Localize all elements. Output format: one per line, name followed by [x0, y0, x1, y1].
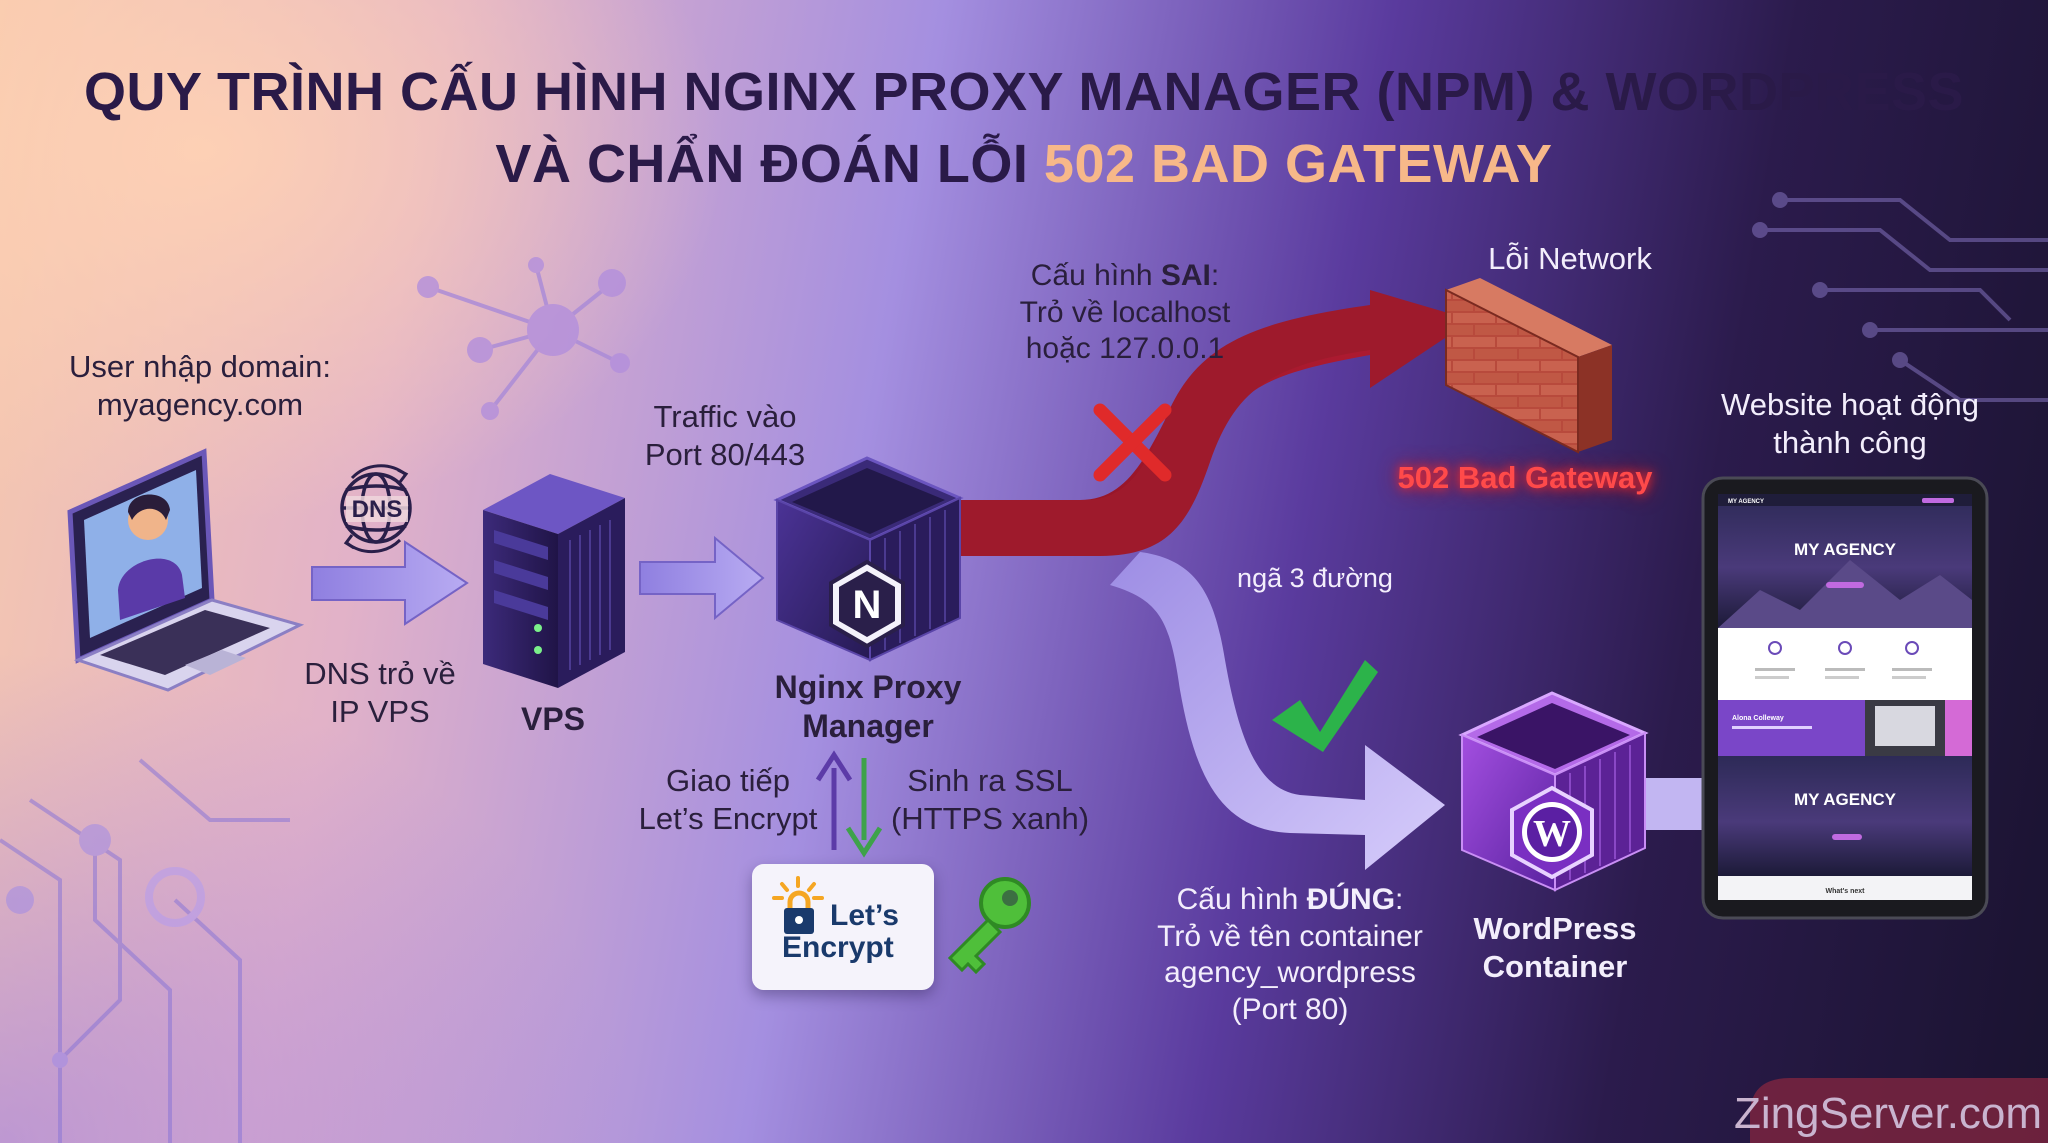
watermark-badge [1750, 1078, 2048, 1143]
npm-label-line1: Nginx Proxy [774, 669, 962, 705]
dns-label: DNS trỏ về IP VPS [280, 655, 480, 731]
watermark: ZingServer.com [1733, 1089, 2043, 1138]
svg-text:W: W [1533, 813, 1571, 855]
dns-icon-text: DNS [352, 496, 403, 523]
lets-encrypt-logo: Let’s Encrypt [752, 864, 934, 990]
dns-label-line2: IP VPS [330, 693, 430, 729]
ssl-left-line1: Giao tiếp [665, 763, 791, 798]
tablet-icon [1701, 476, 1989, 920]
user-label-line1: User nhập domain: [69, 349, 331, 384]
right-path-arrow [1110, 552, 1445, 870]
website-label-line1: Website hoạt động [1721, 387, 1979, 422]
right-config-bold: ĐÚNG [1306, 883, 1396, 916]
wrong-config-label: Cấu hình SAI: Trỏ về localhost hoặc 127.… [980, 258, 1270, 368]
wrong-config-line1: Cấu hình SAI: [980, 258, 1270, 295]
website-label-line2: thành công [1773, 424, 1927, 460]
wp-container-label: WordPress Container [1440, 910, 1670, 986]
right-config-line2: Trỏ về tên container [1157, 919, 1423, 953]
laptop-user-icon [67, 448, 305, 692]
ssl-right-label: Sinh ra SSL (HTTPS xanh) [880, 762, 1100, 838]
key-icon [947, 877, 1031, 975]
circuit-lines-icon [1752, 192, 2048, 402]
website-label: Website hoạt động thành công [1690, 386, 2010, 462]
title-line-2-prefix: VÀ CHẨN ĐOÁN LỖI [495, 134, 1044, 194]
traffic-label-line1: Traffic vào [653, 399, 797, 434]
right-config-label: Cấu hình ĐÚNG: Trỏ về tên container agen… [1120, 882, 1460, 1028]
wrong-config-prefix: Cấu hình [1030, 259, 1161, 292]
circuit-lines-icon [0, 758, 290, 1143]
right-config-prefix: Cấu hình [1176, 883, 1307, 916]
fork-label: ngã 3 đường [1237, 563, 1393, 593]
wp-label-line2: Container [1482, 948, 1628, 984]
nginx-box-icon [773, 456, 964, 662]
user-label: User nhập domain: myagency.com [40, 348, 360, 424]
vps-label: VPS [520, 701, 586, 737]
title-line-2: VÀ CHẨN ĐOÁN LỖI 502 BAD GATEWAY [0, 128, 2048, 200]
server-icon [483, 474, 625, 688]
user-label-line2: myagency.com [96, 386, 304, 422]
wrong-path-main [958, 290, 1472, 556]
lets-encrypt-line2: Encrypt [782, 931, 894, 964]
right-config-suffix: : [1395, 883, 1404, 916]
wrong-config-line3: hoặc 127.0.0.1 [1025, 332, 1225, 366]
arrow-laptop-to-vps [311, 540, 469, 626]
wrong-config-line2: Trỏ về localhost [1019, 295, 1231, 329]
ssl-left-label: Giao tiếp Let’s Encrypt [624, 762, 832, 838]
wrong-config-bold: SAI [1160, 259, 1211, 292]
ssl-right-line1: Sinh ra SSL [907, 763, 1073, 798]
wordpress-box-icon: W [1458, 691, 1649, 892]
npm-label-line2: Manager [802, 708, 934, 745]
right-config-line3: agency_wordpress [1164, 956, 1416, 990]
ssl-left-line2: Let’s Encrypt [638, 800, 818, 836]
lock-icon [772, 876, 824, 934]
right-config-line4: (Port 80) [1231, 992, 1349, 1026]
cross-icon [1093, 403, 1172, 482]
tablet-section-title: Alona Colleway [1732, 715, 1784, 722]
lets-encrypt-line1: Let’s [830, 899, 899, 932]
nginx-logo-letter: N [853, 583, 882, 627]
connector-bar [1645, 778, 1707, 830]
dns-label-line1: DNS trỏ về [304, 656, 456, 691]
title-line-1: QUY TRÌNH CẤU HÌNH NGINX PROXY MANAGER (… [83, 62, 1965, 122]
tablet-footer: What's next [1825, 888, 1865, 895]
brick-wall-icon [1445, 278, 1612, 454]
arrow-vps-to-npm [639, 535, 765, 621]
traffic-label: Traffic vào Port 80/443 [610, 398, 840, 474]
bad-gateway-label: 502 Bad Gateway [1397, 460, 1653, 495]
traffic-label-line2: Port 80/443 [644, 436, 806, 472]
ssl-right-line2: (HTTPS xanh) [890, 800, 1090, 836]
npm-label: Nginx Proxy Manager [740, 668, 996, 746]
wrong-config-suffix: : [1210, 259, 1220, 292]
tablet-nav-brand: MY AGENCY [1728, 499, 1764, 505]
wp-label-line1: WordPress [1473, 911, 1637, 946]
page-title: QUY TRÌNH CẤU HÌNH NGINX PROXY MANAGER (… [0, 56, 2048, 200]
network-node-icon [417, 257, 630, 420]
tablet-hero-title: MY AGENCY [1794, 540, 1897, 559]
check-icon [1272, 660, 1378, 752]
tablet-hero2-title: MY AGENCY [1794, 790, 1897, 809]
right-config-line1: Cấu hình ĐÚNG: [1120, 882, 1460, 919]
network-error-label: Lỗi Network [1488, 241, 1652, 276]
ssl-arrows [815, 750, 883, 858]
title-highlight: 502 BAD GATEWAY [1043, 134, 1553, 194]
